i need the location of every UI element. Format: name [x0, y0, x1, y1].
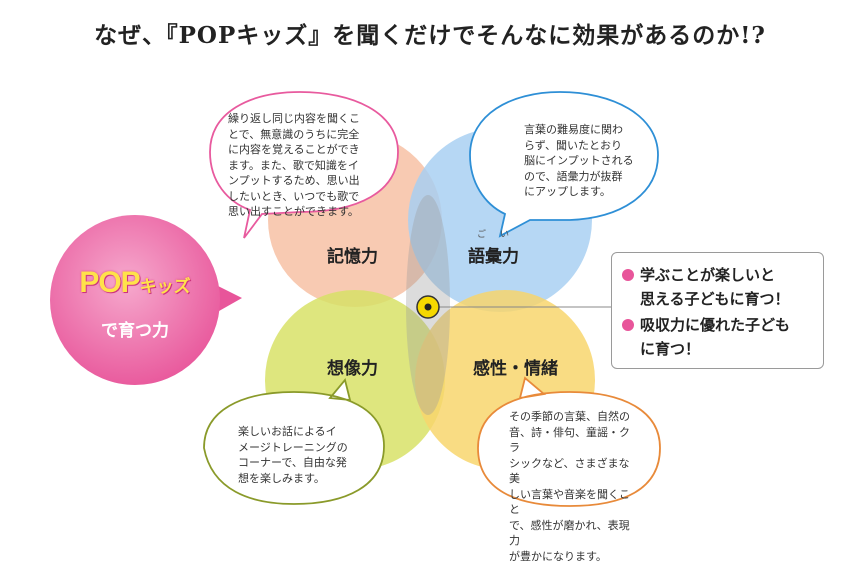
imagine-bubble	[203, 378, 385, 505]
emotion-label: 感性・情緒	[473, 359, 558, 379]
emotion-description: その季節の言葉、自然の 音、詩・俳句、童謡・クラ シックなど、さまざまな美 しい…	[509, 410, 630, 563]
vocab-bubble	[469, 91, 659, 238]
venn-diagram	[50, 91, 661, 507]
bullet-icon	[622, 319, 634, 331]
memory-description: 繰り返し同じ内容を聞くこ とで、無意識のうちに完全 に内容を覚えることができ ま…	[228, 112, 360, 218]
bullet-icon	[622, 269, 634, 281]
brand-circle	[50, 215, 220, 385]
result-box: 学ぶことが楽しいと 思える子どもに育つ！ 吸収力に優れた子ども に育つ！	[611, 252, 824, 369]
vocabulary-description: 言葉の難易度に関わ らず、聞いたとおり 脳にインプットされる ので、語彙力が抜群…	[524, 123, 634, 198]
brand-logo-kana: キッズ	[139, 277, 191, 296]
vocabulary-ruby: ごい	[477, 230, 524, 240]
memory-bubble	[209, 91, 399, 239]
center-dot-core	[424, 303, 432, 311]
page-title: なぜ、『POPキッズ』を聞くだけでそんなに効果があるのか!?	[94, 22, 766, 49]
brand-subtitle: で育つ力	[101, 321, 169, 341]
emotion-bubble	[477, 376, 661, 507]
result-text: 吸収力に優れた子ども に育つ！	[640, 316, 791, 358]
result-item: 学ぶことが楽しいと 思える子どもに育つ！	[622, 263, 822, 311]
brand-logo-pop: POP	[79, 266, 140, 299]
brand-logo: POPキッズ	[60, 266, 210, 300]
imagination-description: 楽しいお話によるイ メージトレーニングの コーナーで、自由な発 想を楽しみます。	[238, 425, 348, 485]
imagination-label: 想像力	[327, 359, 378, 379]
memory-label: 記憶力	[327, 247, 378, 267]
vocabulary-label: 語彙力	[468, 247, 519, 267]
result-text: 学ぶことが楽しいと 思える子どもに育つ！	[640, 266, 790, 308]
result-item: 吸収力に優れた子ども に育つ！	[622, 313, 822, 361]
